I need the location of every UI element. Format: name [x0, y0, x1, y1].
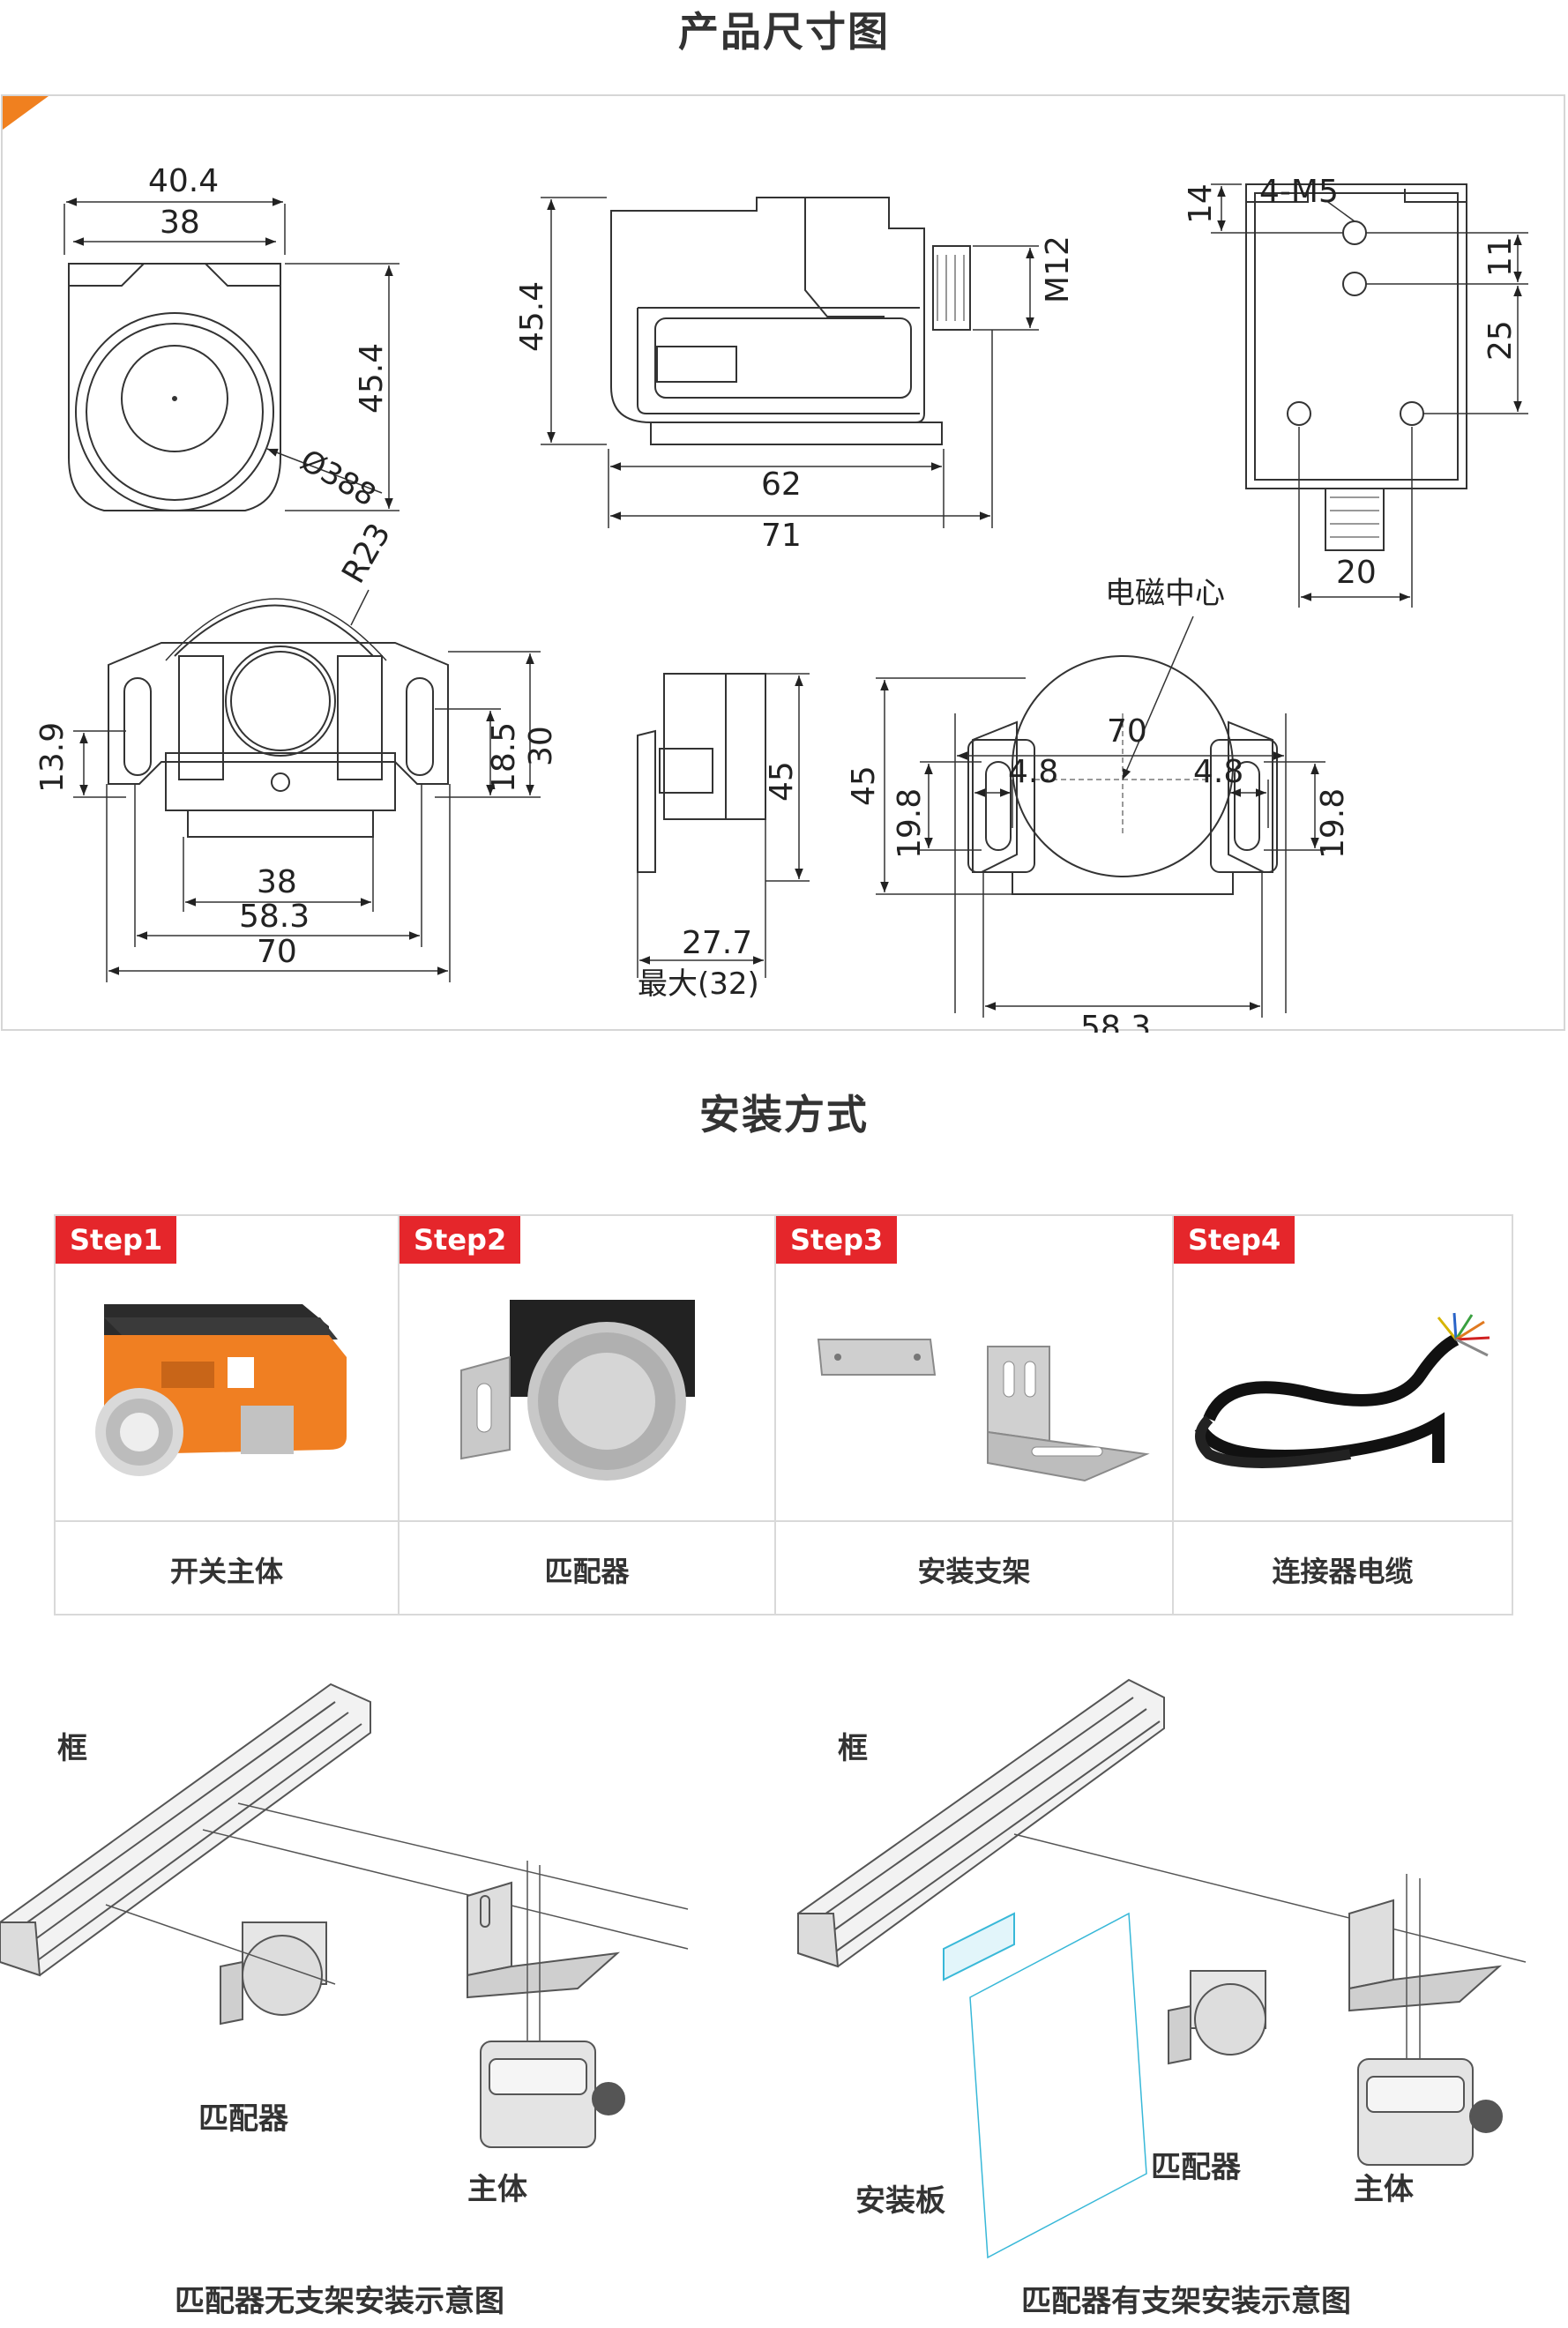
top-dim-4: 25: [1482, 320, 1519, 361]
switch-body-image: [56, 1216, 398, 1520]
matcher-side-dim-2: 27.7: [682, 925, 752, 961]
step-label: 匹配器: [399, 1520, 774, 1617]
matcher-front-dim-5: 45: [846, 765, 882, 806]
matcher-front-dim-8: 58.3: [1080, 1010, 1151, 1033]
right-matcher: [1168, 1970, 1266, 2065]
right-caption: 匹配器有支架安装示意图: [1021, 2284, 1351, 2319]
dimension-drawing: 40.4 38 45.4 Ø388 45.4 M12 62 71 14 4-M5…: [34, 163, 1528, 1033]
left-frame-profile: [0, 1683, 689, 1977]
right-switch-body: [1357, 2058, 1503, 2166]
matcher-dim-2: 13.9: [34, 722, 71, 793]
matcher-side-dim-1: 45: [764, 761, 800, 802]
front-view-drawing: [63, 198, 399, 511]
install-diagrams: [0, 1678, 1527, 2259]
matcher-view-drawing: [73, 589, 541, 982]
side-dim-3: 62: [761, 466, 802, 503]
side-dim-4: 71: [761, 518, 802, 554]
installation-title: 安装方式: [699, 1091, 869, 1138]
matcher-dim-5: 38: [257, 864, 297, 900]
front-dim-1: 40.4: [148, 163, 219, 199]
matcher-dim-4: 30: [523, 726, 559, 766]
step-1: Step1 开关主体: [56, 1216, 399, 1614]
left-caption: 匹配器无支架安装示意图: [175, 2284, 504, 2319]
dimensions-title: 产品尺寸图: [678, 8, 890, 56]
corner-accent: [3, 96, 49, 130]
top-view-drawing: [1211, 183, 1528, 608]
matcher-side-dim-3: 最大(32): [638, 966, 759, 1002]
right-bracket: [1348, 1874, 1503, 2063]
top-dim-1: 14: [1183, 183, 1219, 224]
right-plate-label: 安装板: [855, 2183, 945, 2219]
install-steps: Step1 开关主体 Step2 匹配器: [54, 1214, 1513, 1615]
left-matcher: [105, 1904, 336, 2026]
matcher-front-dim-1: 电磁中心: [1105, 576, 1225, 611]
bracket-image: [776, 1216, 1172, 1520]
right-matcher-label: 匹配器: [1151, 2150, 1241, 2185]
matcher-dim-3: 18.5: [486, 722, 522, 793]
front-dim-3: 45.4: [354, 343, 390, 414]
side-view-drawing: [541, 197, 1039, 528]
dimension-drawing-panel: 40.4 38 45.4 Ø388 45.4 M12 62 71 14 4-M5…: [1, 94, 1565, 1033]
step-badge: Step4: [1174, 1216, 1295, 1264]
step-3: Step3 安装支架: [776, 1216, 1174, 1614]
top-dim-2: 4-M5: [1259, 174, 1339, 210]
matcher-front-drawing: [876, 616, 1325, 1018]
matcher-front-dim-3: 4.8: [1008, 754, 1058, 790]
matcher-dim-1: R23: [335, 518, 398, 590]
left-switch-body: [480, 2041, 625, 2148]
step-label: 连接器电缆: [1174, 1520, 1512, 1617]
front-dim-4: Ø388: [295, 443, 382, 513]
right-frame-label: 框: [838, 1731, 868, 1766]
step-label: 安装支架: [776, 1520, 1172, 1617]
step-badge: Step3: [776, 1216, 898, 1264]
left-matcher-label: 匹配器: [198, 2101, 288, 2137]
step-2: Step2 匹配器: [399, 1216, 776, 1614]
matcher-dim-7: 70: [257, 934, 297, 970]
right-body-label: 主体: [1354, 2172, 1414, 2207]
right-frame-profile: [797, 1678, 1527, 1968]
matcher-side-drawing: [637, 673, 810, 978]
left-frame-label: 框: [57, 1731, 87, 1766]
matcher-front-dim-7: 19.8: [1315, 788, 1351, 859]
matcher-front-dim-4: 4.8: [1193, 754, 1243, 790]
front-dim-2: 38: [160, 205, 200, 241]
step-badge: Step2: [399, 1216, 521, 1264]
matcher-front-dim-2: 70: [1107, 713, 1147, 750]
step-badge: Step1: [56, 1216, 177, 1264]
cable-image: [1174, 1216, 1512, 1520]
left-body-label: 主体: [467, 2172, 527, 2207]
matcher-dim-6: 58.3: [239, 899, 310, 935]
left-bracket: [467, 1861, 621, 2046]
side-dim-2: M12: [1040, 235, 1076, 303]
matcher-front-dim-6: 19.8: [892, 788, 928, 859]
top-dim-5: 20: [1336, 555, 1377, 591]
matcher-image: [399, 1216, 774, 1520]
side-dim-1: 45.4: [514, 281, 550, 352]
step-label: 开关主体: [56, 1520, 398, 1617]
top-dim-3: 11: [1482, 236, 1519, 277]
step-4: Step4 连接器电缆: [1174, 1216, 1512, 1614]
right-mounting-plate: [943, 1912, 1147, 2259]
